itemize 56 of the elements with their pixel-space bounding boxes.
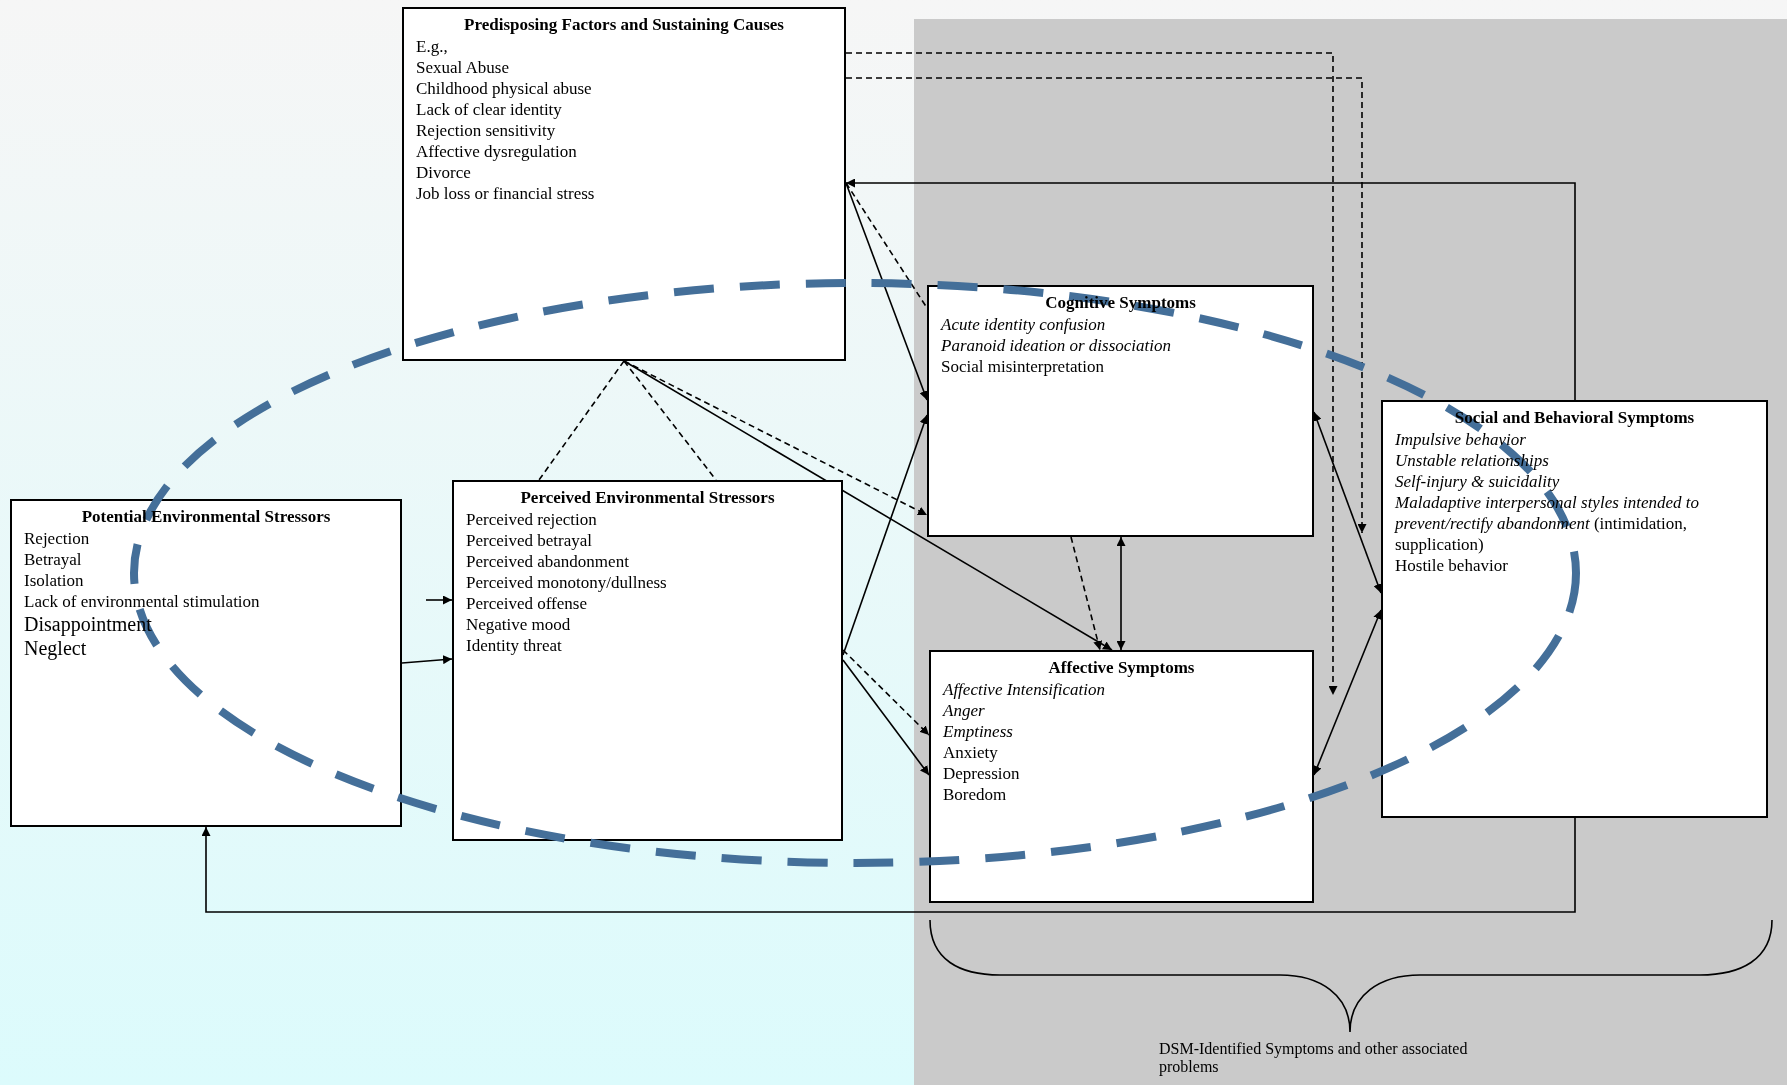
list-item: Childhood physical abuse bbox=[416, 78, 593, 99]
list-item: Affective dysregulation bbox=[416, 141, 578, 162]
list-item: Negative mood bbox=[466, 614, 572, 635]
box-heading: Affective Symptoms bbox=[1047, 657, 1196, 679]
list-item: Lack of environmental stimulation bbox=[24, 591, 261, 612]
dashed-arrow bbox=[845, 52, 1338, 696]
list-item: Perceived betrayal bbox=[466, 530, 593, 551]
list-item: Acute identity confusion bbox=[941, 314, 1107, 335]
list-item: Sexual Abuse bbox=[416, 57, 511, 78]
list-item: Anxiety bbox=[943, 742, 999, 763]
box-heading: Perceived Environmental Stressors bbox=[519, 487, 776, 509]
list-item: Self-injury & suicidality bbox=[1395, 471, 1561, 492]
list-item: Job loss or financial stress bbox=[416, 183, 596, 204]
list-item: Social misinterpretation bbox=[941, 356, 1105, 377]
text-box bbox=[929, 650, 1314, 903]
arrow bbox=[842, 659, 930, 776]
list-item: Divorce bbox=[416, 162, 472, 183]
list-item: Paranoid ideation or dissociation bbox=[941, 335, 1172, 356]
box-heading: Potential Environmental Stressors bbox=[80, 506, 332, 528]
list-item: Perceived offense bbox=[466, 593, 588, 614]
dashed-arrow bbox=[845, 77, 1367, 534]
dashed-arrow bbox=[1070, 536, 1103, 651]
list-item: Identity threat bbox=[466, 635, 563, 656]
list-item: Perceived monotony/dullness bbox=[466, 572, 668, 593]
text-box bbox=[10, 499, 402, 827]
list-item: Hostile behavior bbox=[1395, 555, 1509, 576]
text-box bbox=[452, 480, 843, 841]
box-heading: Cognitive Symptoms bbox=[1044, 292, 1197, 314]
text-box bbox=[927, 285, 1314, 537]
list-item: Boredom bbox=[943, 784, 1008, 805]
list-item: Depression bbox=[943, 763, 1021, 784]
list-item: Lack of clear identity bbox=[416, 99, 563, 120]
list-item: Affective Intensification bbox=[943, 679, 1106, 700]
list-item: Rejection bbox=[24, 528, 91, 549]
dashed-arrow bbox=[623, 360, 928, 516]
arrow bbox=[1313, 609, 1382, 776]
list-item: Perceived rejection bbox=[466, 509, 598, 530]
list-item: Perceived abandonment bbox=[466, 551, 630, 572]
list-item: Anger bbox=[943, 700, 986, 721]
arrow bbox=[425, 595, 453, 605]
list-item: Neglect bbox=[24, 636, 88, 660]
list-item: Isolation bbox=[24, 570, 85, 591]
dashed-arrow bbox=[842, 649, 930, 736]
list-item: Betrayal bbox=[24, 549, 83, 570]
list-item: Emptiness bbox=[943, 721, 1014, 742]
arrow bbox=[1116, 536, 1126, 651]
box-heading: Predisposing Factors and Sustaining Causes bbox=[463, 14, 785, 36]
text-box bbox=[1381, 400, 1768, 818]
arrow bbox=[201, 817, 1576, 913]
arrow bbox=[845, 178, 1576, 401]
list-item: Impulsive behavior bbox=[1395, 429, 1527, 450]
arrow bbox=[401, 655, 453, 665]
brace-label: DSM-Identified Symptoms and other associated problems bbox=[1159, 1040, 1469, 1076]
list-item: Rejection sensitivity bbox=[416, 120, 557, 141]
list-item: E.g., bbox=[416, 36, 449, 57]
text-box bbox=[402, 7, 846, 361]
